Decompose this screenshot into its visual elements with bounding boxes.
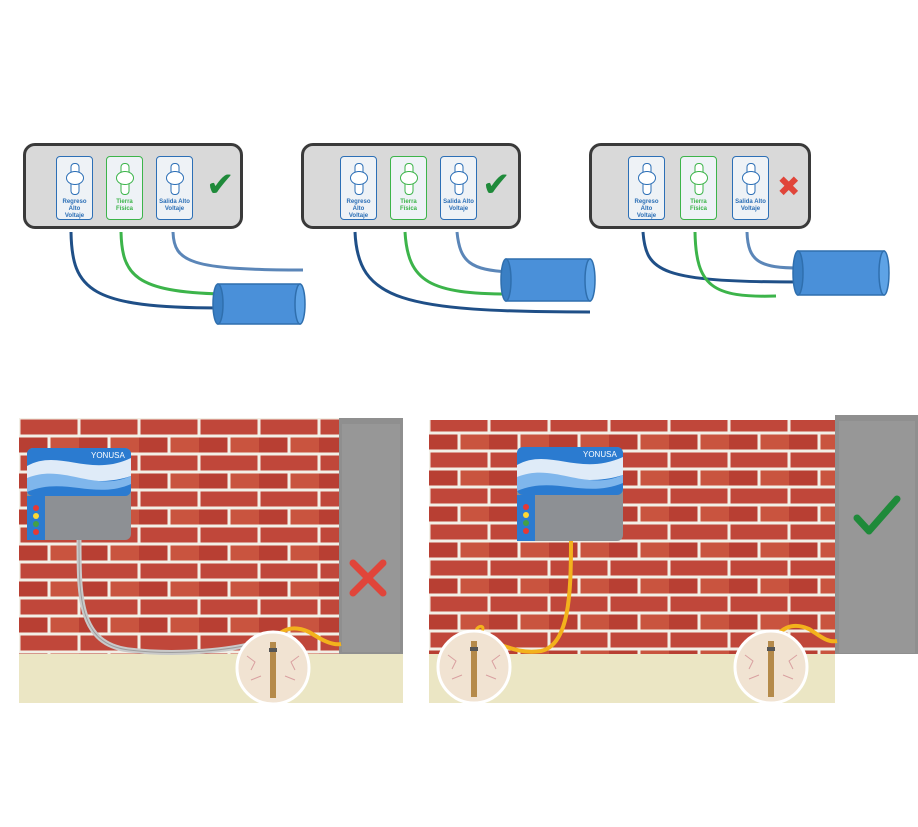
ground-wire — [403, 231, 511, 296]
electrode-rod-icon — [792, 250, 890, 296]
terminal-label: Tierra — [116, 199, 133, 205]
electrode-rod-icon — [500, 258, 596, 302]
return-wire — [745, 231, 801, 270]
terminal-label: Tierra — [400, 199, 417, 205]
terminal-label: Voltaje — [448, 206, 469, 212]
device-brand: YONUSA — [91, 451, 125, 460]
energizer-device — [517, 447, 623, 541]
wiring-diagrams — [69, 231, 890, 325]
terminal-label: Voltaje — [164, 206, 185, 212]
terminal-label: Regreso Alto — [62, 199, 87, 212]
ground-rod-inset — [733, 629, 809, 703]
return-wire — [171, 231, 304, 272]
energizer-device — [27, 448, 131, 540]
check-icon: ✔ — [482, 166, 511, 204]
check-icon: ✔ — [206, 166, 235, 204]
terminal-label: Regreso Alto — [346, 199, 371, 212]
scene-illustration: YONUSA — [429, 415, 918, 703]
terminal-label: Salida Alto — [159, 199, 190, 205]
terminal-label: Voltaje — [636, 213, 657, 219]
installation-scene-correct: YONUSA — [429, 415, 918, 703]
ground-wire — [119, 231, 223, 296]
terminal-label: Salida Alto — [735, 199, 766, 205]
installation-scene-incorrect: YONUSA — [19, 418, 403, 703]
high-voltage-wire — [641, 231, 801, 284]
check-icon — [853, 495, 901, 535]
terminal-label: Regreso Alto — [634, 199, 659, 212]
ground-wire — [693, 231, 777, 298]
terminal-label: Tierra — [690, 199, 707, 205]
ground-rod-inset — [235, 630, 311, 703]
terminal-label: Voltaje — [64, 213, 85, 219]
ground-strip — [19, 654, 403, 703]
terminal-label: Física — [115, 206, 133, 212]
high-voltage-wire — [353, 231, 591, 314]
terminal-label: Física — [399, 206, 417, 212]
cross-icon: ✖ — [777, 171, 801, 202]
terminal-label: Salida Alto — [443, 199, 474, 205]
scene-illustration: YONUSA — [19, 418, 403, 703]
device-brand: YONUSA — [583, 450, 617, 459]
cross-icon — [349, 559, 387, 597]
electrode-rod-icon — [212, 283, 306, 325]
high-voltage-wire — [69, 231, 221, 310]
return-wire — [455, 231, 511, 274]
terminal-label: Física — [689, 206, 707, 212]
terminal-label: Voltaje — [348, 213, 369, 219]
terminal-label: Voltaje — [740, 206, 761, 212]
ground-rod-inset — [436, 629, 512, 703]
